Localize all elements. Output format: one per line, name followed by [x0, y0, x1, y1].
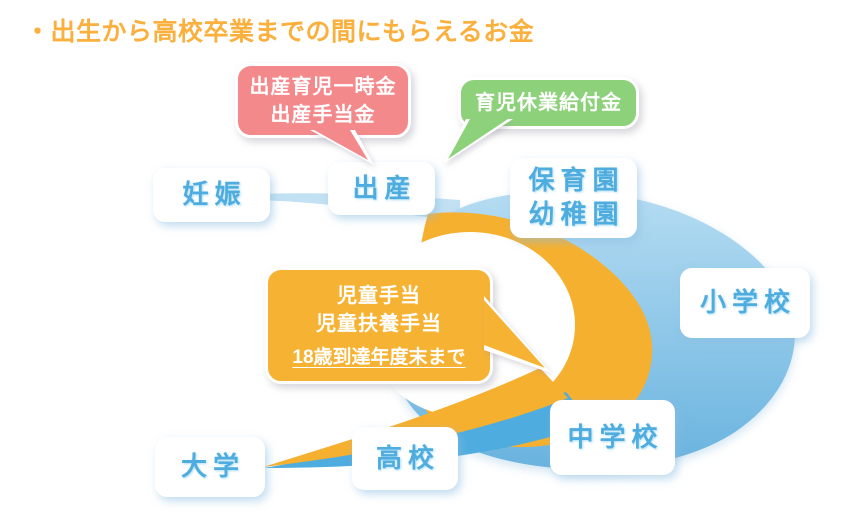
- stage-box-pregnancy: 妊娠: [153, 168, 270, 222]
- stage-box-high-school: 高校: [352, 427, 458, 490]
- stage-label: 小学校: [699, 287, 796, 318]
- stage-label: 妊娠: [182, 179, 247, 210]
- bubble-maternity-benefits: 出産育児一時金 出産手当金: [235, 63, 411, 138]
- bubble-allowance-tail: [484, 296, 551, 373]
- swoosh-orange-tail: [263, 368, 568, 467]
- bubble-text: 育児休業給付金: [475, 92, 622, 114]
- bubble-text: 出産育児一時金: [249, 75, 397, 98]
- stage-box-kindergarten: 保育園 幼稚園: [510, 158, 637, 238]
- stage-label: 大学: [180, 451, 245, 482]
- stage-box-junior-high-school: 中学校: [550, 400, 675, 475]
- stage-label: 保育園: [528, 165, 625, 196]
- bubble-maternity-tail: [310, 130, 374, 165]
- bubble-childcare-tail: [443, 119, 513, 164]
- stage-label: 幼稚園: [528, 199, 625, 229]
- stage-box-birth: 出産: [328, 162, 435, 215]
- stage-label: 中学校: [567, 421, 664, 452]
- page-title: ・出生から高校卒業までの間にもらえるお金: [25, 18, 535, 46]
- stage-box-university: 大学: [155, 437, 265, 497]
- bubble-text: 出産手当金: [270, 103, 376, 126]
- bubble-child-allowance: 児童手当 児童扶養手当 18歳到達年度末まで: [265, 267, 493, 384]
- bubble-text: 児童手当: [337, 284, 421, 307]
- bubble-note-underlined: 18歳到達年度末まで: [292, 346, 466, 368]
- stage-label: 高校: [375, 442, 440, 473]
- bubble-text: 児童扶養手当: [316, 312, 442, 335]
- stage-box-elementary-school: 小学校: [680, 268, 810, 338]
- stage-label: 出産: [352, 172, 417, 203]
